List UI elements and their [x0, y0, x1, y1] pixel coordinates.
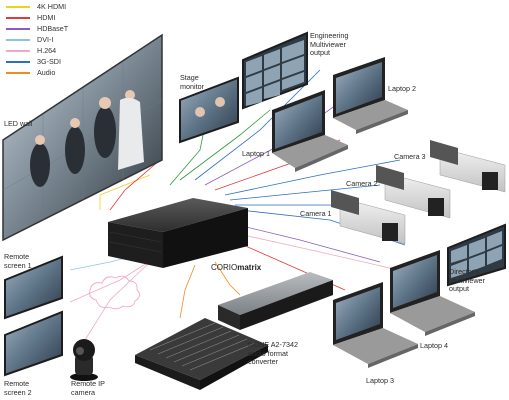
label-camera-3: Camera 3: [394, 152, 426, 161]
laptop-2: [333, 57, 408, 134]
label-stage-monitor: Stage monitor: [180, 73, 204, 91]
label-remote-ip-camera: Remote IP camera: [71, 379, 105, 397]
label-laptop-1: Laptop 1: [242, 149, 270, 158]
ip-network-cloud: [89, 275, 140, 310]
legend-swatch: [6, 61, 30, 63]
label-audio-converter: tvONE A2-7342 audio format converter: [248, 340, 298, 367]
legend-swatch: [6, 39, 30, 41]
coriomatrix-suffix: matrix: [237, 263, 262, 272]
label-laptop-4: Laptop 4: [420, 341, 448, 350]
stage-monitor: [179, 76, 239, 144]
legend-swatch: [6, 50, 30, 52]
audio-format-converter: [218, 272, 333, 330]
label-directors-multiviewer: Director's Multiviewer output: [449, 267, 485, 294]
signal-legend: 4K HDMI HDMI HDBaseT DVI-I H.264 3G-SDI Audio: [6, 1, 116, 78]
remote-screen-2: [4, 310, 63, 377]
legend-label: H.264: [37, 46, 57, 55]
laptop-4: [390, 250, 475, 336]
led-wall: [2, 33, 163, 242]
legend-item: 3G-SDI: [6, 56, 116, 67]
legend-label: 3G-SDI: [37, 57, 61, 66]
audio-mixing-console: [135, 318, 268, 390]
camera-1: [331, 190, 406, 245]
legend-label: Audio: [37, 68, 56, 77]
legend-label: HDMI: [37, 13, 56, 22]
label-camera-2: Camera 2: [346, 179, 378, 188]
label-laptop-2: Laptop 2: [388, 84, 416, 93]
camera-2: [376, 165, 451, 219]
laptop-1: [272, 90, 348, 172]
legend-item: Audio: [6, 67, 116, 78]
label-remote-screen-2: Remote screen 2: [4, 379, 32, 397]
legend-item: HDMI: [6, 12, 116, 23]
legend-label: HDBaseT: [37, 24, 69, 33]
legend-item: H.264: [6, 45, 116, 56]
label-remote-screen-1: Remote screen 1: [4, 252, 32, 270]
legend-swatch: [6, 28, 30, 30]
legend-swatch: [6, 17, 30, 19]
engineering-multiviewer: [242, 31, 308, 110]
directors-multiviewer: [447, 223, 506, 287]
coriomatrix-chassis: [108, 198, 248, 268]
remote-ip-camera: [70, 339, 98, 381]
laptop-3: [333, 282, 418, 368]
legend-label: 4K HDMI: [37, 2, 67, 11]
coriomatrix-prefix: CORIO: [211, 263, 238, 272]
legend-item: DVI-I: [6, 34, 116, 45]
remote-screen-1: [4, 255, 63, 320]
legend-label: DVI-I: [37, 35, 54, 44]
legend-item: 4K HDMI: [6, 1, 116, 12]
camera-3: [430, 140, 506, 193]
legend-item: HDBaseT: [6, 23, 116, 34]
label-laptop-3: Laptop 3: [366, 376, 394, 385]
label-engineering-multiviewer: Engineering Multiviewer output: [310, 31, 349, 58]
legend-swatch: [6, 6, 30, 8]
legend-swatch: [6, 72, 30, 74]
label-coriomatrix: CORIOmatrix: [211, 263, 261, 272]
label-camera-1: Camera 1: [300, 209, 332, 218]
label-led-wall: LED wall: [4, 119, 33, 128]
